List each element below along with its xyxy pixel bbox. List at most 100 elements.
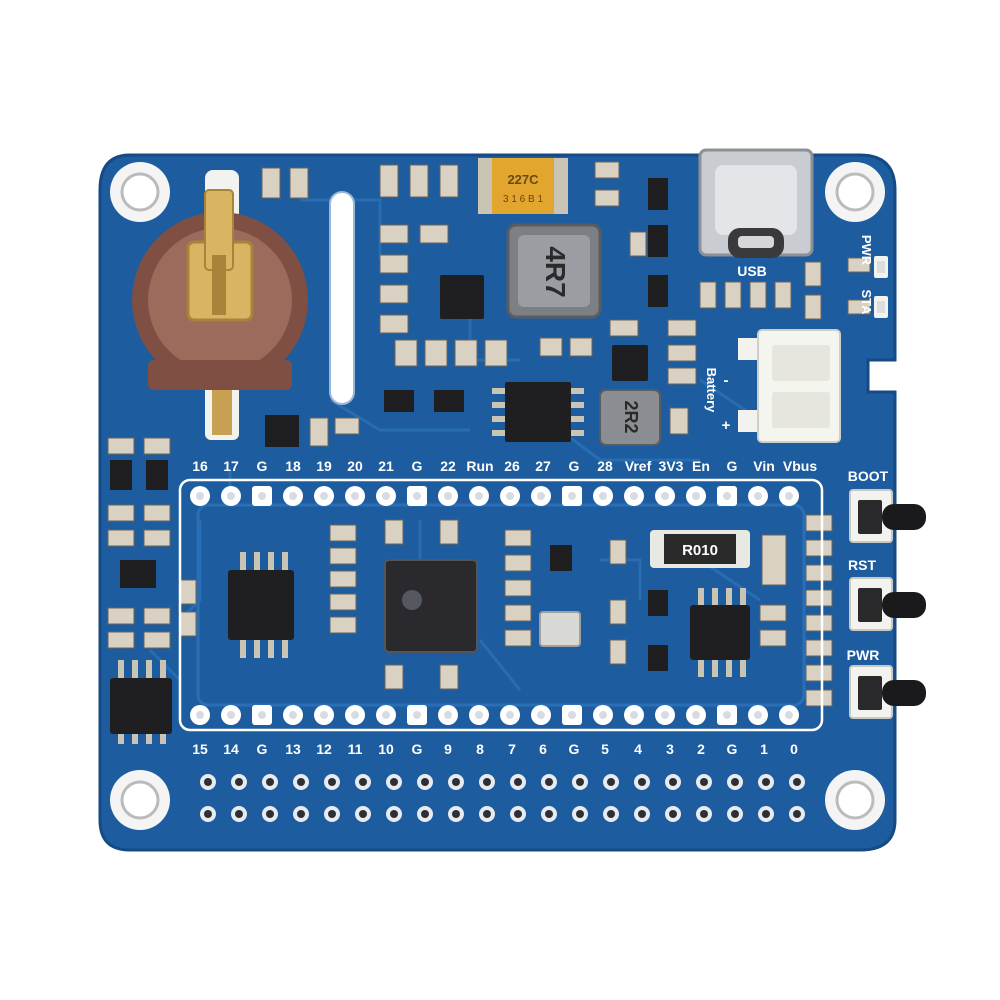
pin-hole <box>258 711 266 719</box>
tantalum-capacitor: 227C 3 1 6 B 1 <box>478 158 568 214</box>
ic-bottom-left <box>110 660 172 744</box>
pin-hole <box>196 492 204 500</box>
rpi-header-hole <box>235 810 243 818</box>
pin-hole <box>723 711 731 719</box>
transistors <box>110 178 668 671</box>
inductor-2r2-label: 2R2 <box>621 400 641 433</box>
rpi-header-hole <box>483 778 491 786</box>
passive-components <box>107 161 871 707</box>
rpi-header-hole <box>359 778 367 786</box>
pin-label-top: 27 <box>535 458 551 474</box>
pin-hole <box>568 492 576 500</box>
pin-label-top: 20 <box>347 458 363 474</box>
bottom-pin-pads <box>190 705 799 725</box>
inductor-4r7-label: 4R7 <box>540 246 571 297</box>
pin-hole <box>444 711 452 719</box>
pin-hole <box>444 492 452 500</box>
flash-chip <box>228 552 294 658</box>
rpi-header-hole <box>359 810 367 818</box>
pin-hole <box>289 711 297 719</box>
pin-label-top: 3V3 <box>659 458 684 474</box>
pin-hole <box>661 492 669 500</box>
pico-footprint-inner <box>196 503 806 707</box>
pico-header-outline <box>178 478 824 732</box>
rpi-header-hole <box>638 810 646 818</box>
tantalum-capacitor-label: 227C <box>507 172 539 187</box>
pin-hole <box>723 492 731 500</box>
pin-hole <box>382 711 390 719</box>
pwr-button[interactable] <box>849 665 926 719</box>
pin-label-top: 19 <box>316 458 332 474</box>
rpi-header-hole <box>700 778 708 786</box>
boot-button[interactable] <box>849 489 926 543</box>
rpi-header-hole <box>607 810 615 818</box>
mounting-hole-tl <box>110 162 170 222</box>
ic-right-soic <box>690 588 750 677</box>
coin-cell-holder <box>132 170 308 440</box>
pin-label-top: En <box>692 458 710 474</box>
pin-hole <box>568 711 576 719</box>
pin-label-bottom: 11 <box>348 741 363 757</box>
ic-power-small <box>612 345 648 381</box>
shunt-resistor: R010 <box>650 530 750 568</box>
crystal-oscillator <box>539 611 581 647</box>
rpi-header-hole <box>576 810 584 818</box>
rst-button[interactable] <box>849 577 926 631</box>
boot-label: BOOT <box>848 468 889 484</box>
pin-label-bottom: 9 <box>444 741 452 757</box>
pwr-button-label: PWR <box>847 647 880 663</box>
pin-label-bottom: 3 <box>666 741 674 757</box>
pin-label-top: Vin <box>753 458 775 474</box>
pin-label-bottom: G <box>257 741 268 757</box>
pin-hole <box>320 492 328 500</box>
battery-minus-label: - <box>724 372 729 389</box>
sta-led-label: STA <box>859 289 874 315</box>
shunt-resistor-label: R010 <box>682 542 718 559</box>
pin-hole <box>506 492 514 500</box>
pin-label-top: 22 <box>440 458 456 474</box>
rpi-40pin-header <box>200 774 805 822</box>
rpi-header-hole <box>793 810 801 818</box>
rpi-header-hole <box>731 778 739 786</box>
pin-label-bottom: 12 <box>316 741 332 757</box>
rp2040-chip <box>384 559 478 653</box>
pin-label-top: 28 <box>597 458 613 474</box>
pin-hole <box>630 711 638 719</box>
pin-label-bottom: G <box>727 741 738 757</box>
pin-label-top: Run <box>466 458 493 474</box>
pin-hole <box>475 492 483 500</box>
rpi-header-hole <box>545 810 553 818</box>
pin-hole <box>413 711 421 719</box>
rpi-header-hole <box>328 778 336 786</box>
pin-hole <box>661 711 669 719</box>
pin-label-top: 17 <box>223 458 239 474</box>
pin-label-bottom: 10 <box>378 741 394 757</box>
pin-hole <box>537 492 545 500</box>
pin-label-top: G <box>569 458 580 474</box>
inductor-2r2: 2R2 <box>599 389 661 446</box>
pin-label-bottom: 13 <box>285 741 301 757</box>
sta-led <box>874 296 888 318</box>
top-pin-labels: 16 17 G 18 19 20 21 G 22 Run 26 27 G 28 … <box>192 458 817 474</box>
pin-hole <box>382 492 390 500</box>
rpi-header-hole <box>421 778 429 786</box>
pin-label-bottom: 8 <box>476 741 484 757</box>
rpi-header-hole <box>266 778 274 786</box>
rpi-header-hole <box>452 778 460 786</box>
rpi-header-hole <box>731 810 739 818</box>
inductor-4r7: 4R7 <box>506 223 602 319</box>
rpi-header-hole <box>700 810 708 818</box>
pin-hole <box>599 711 607 719</box>
rpi-header-hole <box>297 778 305 786</box>
pin-hole <box>537 711 545 719</box>
pwr-led-label: PWR <box>859 235 874 266</box>
pin-label-top: 26 <box>504 458 520 474</box>
rpi-header-hole <box>514 810 522 818</box>
rpi-header-hole <box>483 810 491 818</box>
pin-label-bottom: 5 <box>601 741 609 757</box>
battery-label: Battery <box>704 368 719 414</box>
board-slot <box>329 191 355 405</box>
rpi-header-hole <box>235 778 243 786</box>
pin-label-bottom: G <box>412 741 423 757</box>
